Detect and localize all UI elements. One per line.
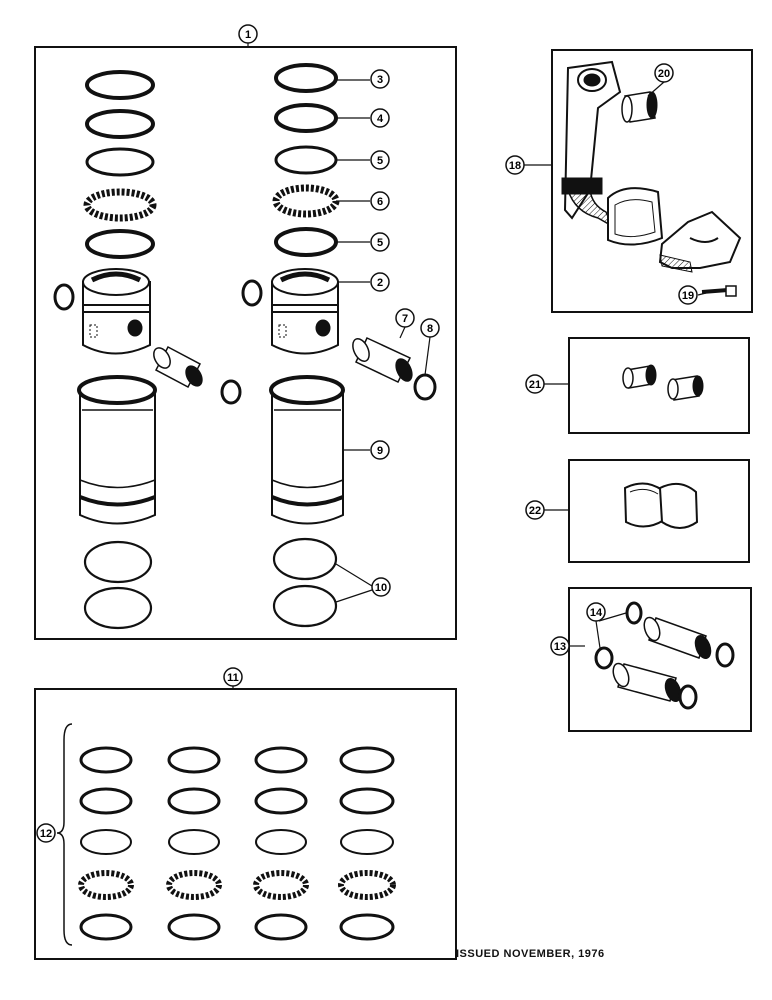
- compression-ring: [274, 63, 338, 93]
- leader-lines-panel-13: [569, 612, 627, 649]
- leader-lines-panel-1: [335, 79, 431, 603]
- right-piston: [241, 268, 339, 355]
- o-ring: [83, 540, 153, 584]
- right-cylinder-sleeve: [269, 375, 345, 525]
- callout-6: 6: [370, 191, 390, 211]
- callout-2: 2: [370, 272, 390, 292]
- sleeve-o-rings: [83, 537, 338, 630]
- o-ring: [272, 584, 338, 628]
- callout-label: 2: [377, 277, 383, 289]
- callout-11: 11: [223, 667, 243, 687]
- o-ring: [272, 537, 338, 581]
- callout-14: 14: [586, 602, 606, 622]
- callout-label: 6: [377, 196, 383, 208]
- callout-19: 19: [678, 285, 698, 305]
- compression-ring: [85, 109, 155, 139]
- callout-3: 3: [370, 69, 390, 89]
- oil-ring: [274, 227, 338, 257]
- callout-label: 5: [377, 237, 383, 249]
- callout-21: 21: [525, 374, 545, 394]
- compression-ring: [274, 103, 338, 133]
- rod-cap: [658, 210, 742, 273]
- callout-label: 9: [377, 445, 383, 457]
- left-piston: [53, 268, 151, 355]
- bearing-shells: [623, 482, 699, 529]
- compression-ring: [85, 147, 155, 177]
- callout-12: 12: [36, 823, 56, 843]
- callout-5: 5: [370, 150, 390, 170]
- brace: [56, 723, 73, 946]
- panel-piston-pins: [568, 587, 752, 732]
- piston-pins: [594, 601, 735, 710]
- rod-bearing-shells: [607, 187, 664, 246]
- compression-ring: [274, 145, 338, 175]
- panel-ring-sets: [34, 688, 457, 960]
- callout-label: 10: [375, 582, 387, 594]
- left-piston-pin: [153, 345, 242, 405]
- leader-lines-side: [524, 164, 569, 511]
- callout-9: 9: [370, 440, 390, 460]
- callout-5: 5: [370, 232, 390, 252]
- callout-label: 22: [529, 505, 541, 517]
- callout-8: 8: [420, 318, 440, 338]
- callout-label: 21: [529, 379, 541, 391]
- callout-label: 8: [427, 323, 433, 335]
- right-piston-pin: [352, 337, 437, 401]
- callout-label: 13: [554, 641, 566, 653]
- connecting-rod: [561, 60, 622, 228]
- callout-label: 12: [40, 828, 52, 840]
- callout-label: 1: [245, 29, 251, 41]
- compression-ring: [85, 70, 155, 100]
- oil-control-ring: [272, 184, 340, 218]
- ring-set-grid: [78, 746, 396, 941]
- callout-label: 14: [590, 607, 603, 619]
- callout-label: 19: [682, 290, 694, 302]
- callout-label: 3: [377, 74, 383, 86]
- callout-label: 20: [658, 68, 670, 80]
- callout-label: 7: [402, 313, 408, 325]
- o-ring: [83, 586, 153, 630]
- oil-ring: [85, 229, 155, 259]
- panel-piston-kit: [34, 46, 457, 640]
- rod-bushing: [621, 91, 658, 123]
- panel-bushings: [568, 337, 750, 434]
- left-ring-stack: [83, 70, 157, 259]
- callout-22: 22: [525, 500, 545, 520]
- bushings: [622, 364, 704, 401]
- callout-label: 18: [509, 160, 521, 172]
- rod-bolt: [701, 285, 737, 297]
- leader-lines-panel-18: [647, 81, 707, 296]
- callout-4: 4: [370, 108, 390, 128]
- issued-date-footer: ISSUED NOVEMBER, 1976: [456, 948, 605, 960]
- panel-bearing: [568, 459, 750, 563]
- callout-18: 18: [505, 155, 525, 175]
- left-cylinder-sleeve: [77, 375, 157, 525]
- callout-7: 7: [395, 308, 415, 328]
- oil-control-ring: [83, 188, 157, 222]
- callout-label: 4: [377, 113, 384, 125]
- callout-label: 5: [377, 155, 383, 167]
- callout-20: 20: [654, 63, 674, 83]
- callout-13: 13: [550, 636, 570, 656]
- panel-connecting-rod: [551, 49, 753, 313]
- callout-label: 11: [227, 672, 239, 684]
- callout-10: 10: [371, 577, 391, 597]
- callout-1: 1: [238, 24, 258, 44]
- right-ring-stack: [272, 63, 340, 257]
